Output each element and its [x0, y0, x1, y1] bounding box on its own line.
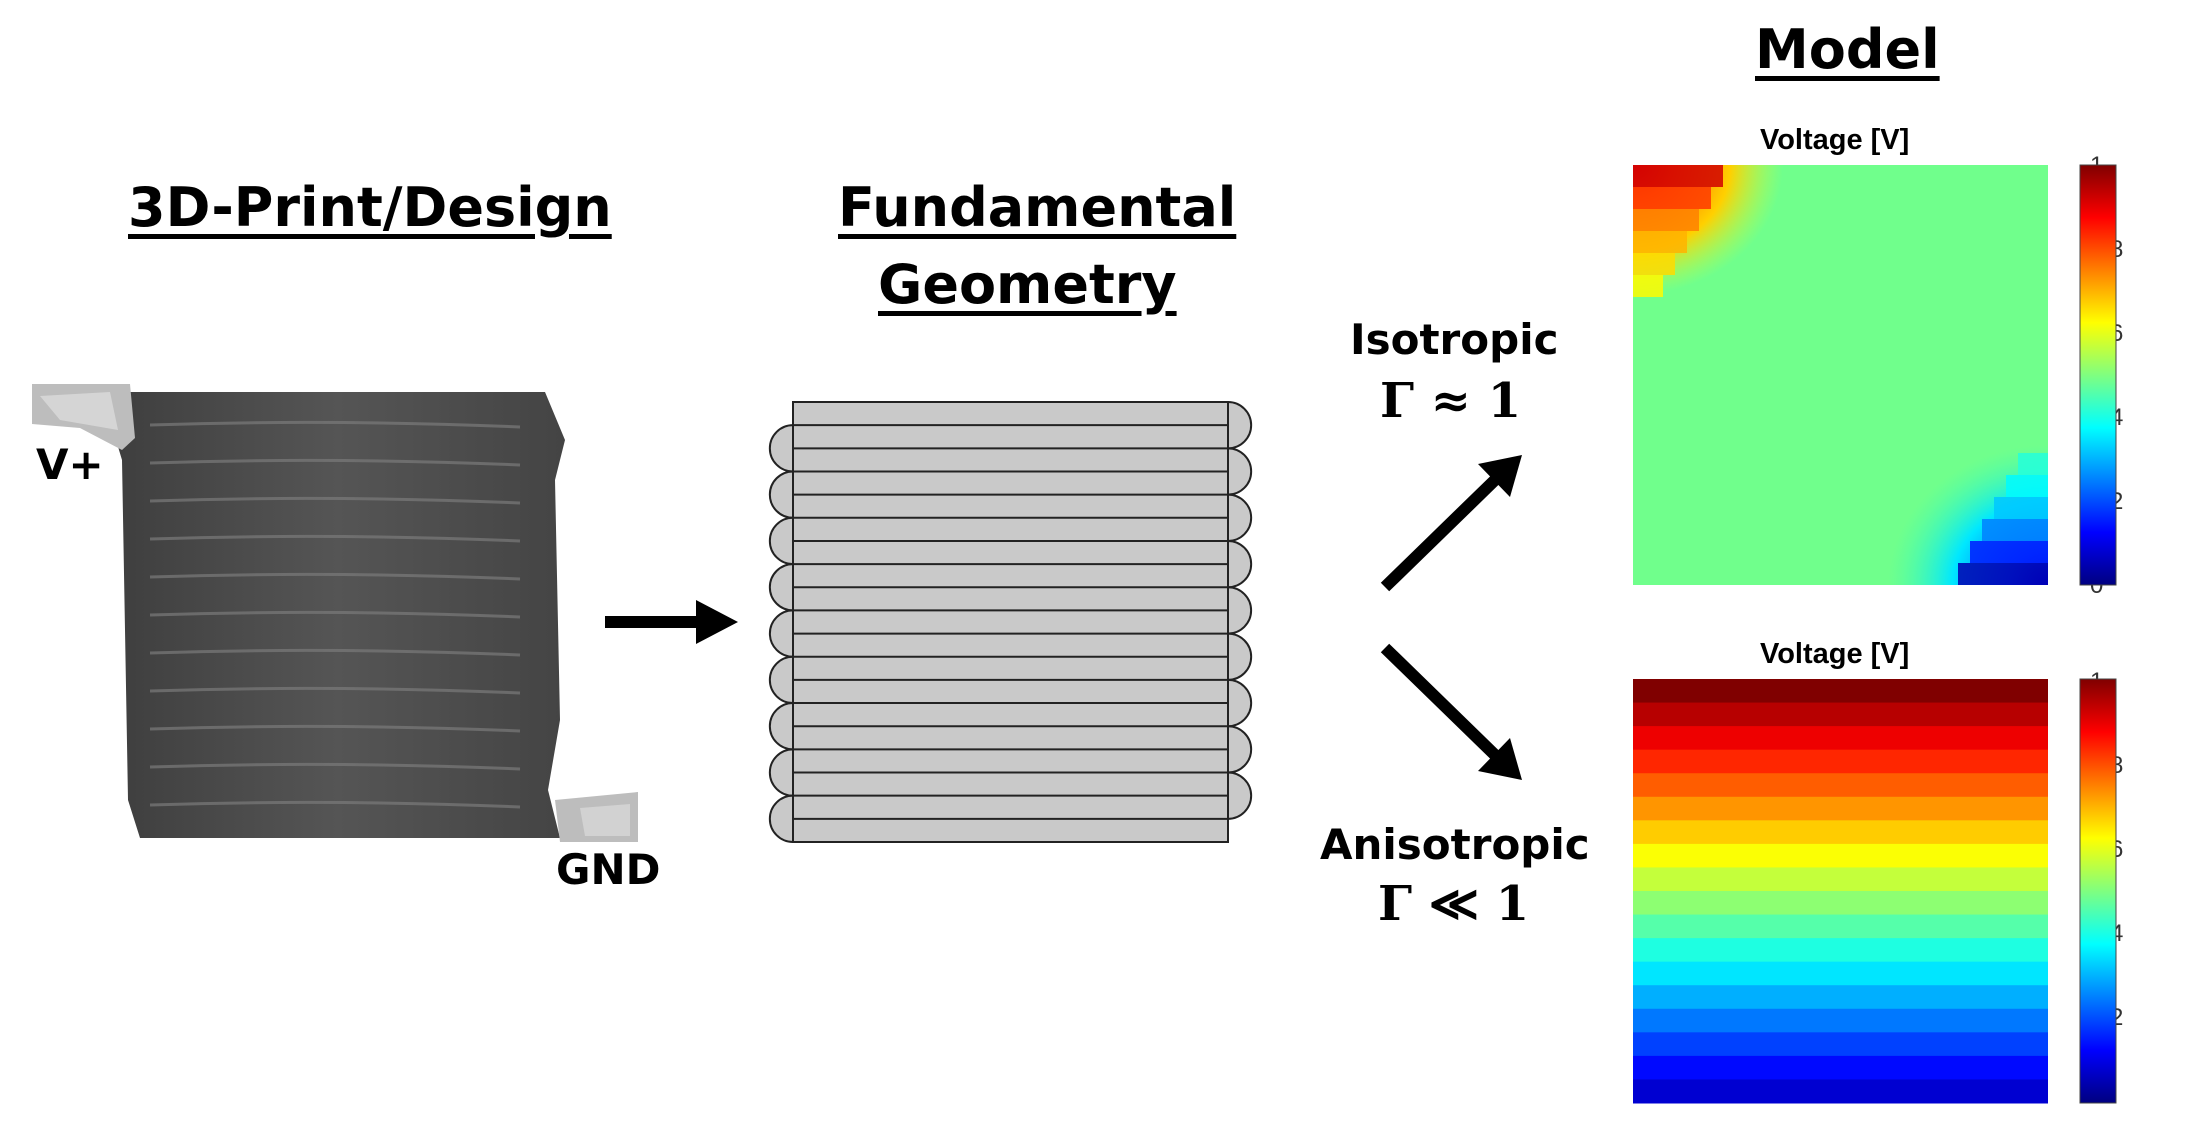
right-turn-cap	[1227, 447, 1253, 496]
print-strand-line	[149, 800, 521, 809]
anisotropic-band	[1633, 1032, 2048, 1057]
print-strand-line	[149, 496, 521, 505]
print-strand-line	[149, 724, 521, 733]
anisotropic-band	[1633, 1008, 2048, 1033]
right-turn-cap	[1227, 586, 1253, 635]
anisotropic-band	[1633, 726, 2048, 751]
anisotropic-band	[1633, 938, 2048, 963]
left-turn-cap	[768, 563, 794, 612]
geometry-body	[792, 401, 1229, 843]
print-strand-line	[149, 534, 521, 543]
isotropic-corner-band	[1994, 497, 2048, 519]
left-turn-cap	[769, 470, 794, 519]
right-turn-cap	[1227, 400, 1253, 450]
strand-geometry	[768, 400, 1253, 844]
print-strand-line	[149, 572, 521, 581]
anisotropic-band	[1633, 820, 2048, 845]
anisotropic-label: Anisotropic	[1320, 820, 1590, 869]
print-photo	[32, 384, 638, 842]
plot-top-title: Voltage [V]	[1760, 124, 1910, 156]
left-turn-cap	[768, 516, 794, 566]
isotropic-corner-band	[1633, 275, 1663, 297]
bottom-colorbar	[2079, 678, 2117, 1104]
ground-terminal-label: GND	[556, 845, 661, 894]
print-strand-line	[149, 762, 521, 771]
anisotropic-band	[1633, 749, 2048, 774]
print-strand-line	[149, 420, 521, 429]
anisotropic-band	[1633, 796, 2048, 821]
anisotropic-band	[1633, 914, 2048, 939]
left-turn-cap	[768, 748, 794, 797]
plot-bottom-title: Voltage [V]	[1760, 638, 1910, 670]
anisotropic-band	[1633, 679, 2048, 704]
isotropic-corner-band	[1970, 541, 2048, 563]
print-heading: 3D-Print/Design	[128, 176, 612, 239]
anisotropic-band	[1633, 1079, 2048, 1104]
positive-terminal-label: V+	[36, 440, 104, 489]
right-arrow	[605, 600, 738, 644]
isotropic-heatmap	[1633, 165, 2048, 585]
isotropic-corner-band	[1633, 209, 1699, 231]
print-strand-line	[149, 610, 521, 619]
up-right-arrow	[1380, 455, 1522, 592]
right-turn-cap	[1227, 678, 1253, 728]
anisotropic-band	[1633, 702, 2048, 727]
isotropic-corner-band	[1633, 187, 1711, 209]
isotropic-corner-band	[2006, 475, 2048, 497]
left-turn-cap	[768, 794, 794, 844]
anisotropic-band	[1633, 843, 2048, 868]
anisotropic-band	[1633, 891, 2048, 916]
model-heading: Model	[1755, 18, 1940, 81]
anisotropic-heatmap	[1633, 679, 2048, 1104]
anisotropic-band	[1633, 1055, 2048, 1080]
left-turn-cap	[768, 609, 794, 658]
geometry-heading-line1: Fundamental	[838, 176, 1237, 239]
print-strand-line	[149, 648, 521, 657]
left-turn-cap	[769, 702, 794, 751]
isotropic-corner-band	[1958, 563, 2048, 585]
isotropic-corner-band	[1982, 519, 2048, 541]
print-strand-line	[149, 458, 521, 467]
top-colorbar	[2079, 164, 2117, 586]
right-turn-cap	[1227, 539, 1253, 589]
anisotropic-band	[1633, 867, 2048, 892]
anisotropic-formula: Γ ≪ 1	[1378, 876, 1530, 932]
anisotropic-band	[1633, 961, 2048, 986]
anisotropic-band	[1633, 985, 2048, 1010]
isotropic-corner-band	[1633, 253, 1675, 275]
left-turn-cap	[768, 655, 794, 705]
print-strand-lines	[149, 420, 521, 809]
isotropic-corner-band	[2018, 453, 2048, 475]
print-strand-line	[149, 686, 521, 695]
isotropic-corner-band	[1633, 231, 1687, 253]
left-turn-cap	[768, 424, 794, 473]
anisotropic-band	[1633, 773, 2048, 798]
down-right-arrow	[1380, 643, 1522, 780]
isotropic-formula: Γ ≈ 1	[1380, 373, 1522, 429]
right-turn-cap	[1227, 725, 1252, 774]
geometry-heading-line2: Geometry	[878, 253, 1177, 316]
right-turn-cap	[1227, 493, 1252, 542]
right-turn-cap	[1227, 632, 1253, 681]
isotropic-corner-band	[1633, 165, 1723, 187]
right-turn-cap	[1227, 771, 1253, 820]
isotropic-label: Isotropic	[1350, 315, 1559, 364]
